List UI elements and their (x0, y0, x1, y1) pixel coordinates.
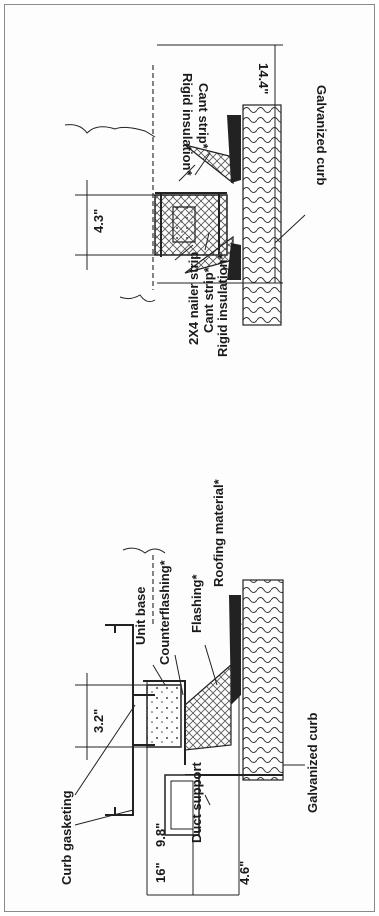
label-unit-base: Unit base (133, 586, 148, 645)
break-line-top (64, 124, 156, 138)
break-line-unit (122, 547, 166, 554)
label-flashing: Flashing* (189, 574, 204, 633)
dim-16: 16" (153, 862, 168, 883)
left-detail: 3.2" 16" 9.8" 4.6" Curb gasketing Unit b… (59, 478, 320, 896)
label-curb-gasketing: Curb gasketing (59, 790, 74, 885)
roof-deck-left (242, 579, 284, 781)
break-line-bottom (119, 294, 156, 303)
dim-4-3-lines (75, 180, 155, 270)
curb-details-diagram: 4.3" 14.4" 2X4 nailer strip Cant strip* … (59, 44, 329, 896)
label-rigid-insulation-right: Rigid insulation* (180, 73, 195, 176)
label-nailer-strip: 2X4 nailer strip (186, 252, 201, 345)
label-roofing-material: Roofing material* (211, 478, 226, 587)
leaders-left (74, 604, 305, 826)
label-duct-support: Duct support (189, 761, 204, 843)
roofing-material (229, 595, 241, 705)
dim-9-8: 9.8" (153, 823, 168, 847)
label-cant-strip-right: Cant strip* (196, 83, 211, 150)
label-counterflashing: Counterflashing* (157, 559, 172, 665)
roof-membrane-top (227, 115, 241, 183)
nailer-strip-block (172, 206, 196, 243)
label-galvanized-curb-right: Galvanized curb (314, 85, 329, 185)
leaders-right (174, 152, 306, 276)
dim-4-3: 4.3" (91, 209, 106, 233)
dim-3-2-lines (75, 673, 147, 760)
flashing-wedge (184, 663, 232, 751)
dim-4-6: 4.6" (237, 861, 252, 885)
unit-base-channel (105, 624, 134, 816)
dim-14-4: 14.4" (256, 63, 271, 94)
label-rigid-insulation-left: Rigid insulation* (215, 254, 230, 357)
dim-16-lines (146, 681, 240, 896)
label-galvanized-curb-left: Galvanized curb (305, 713, 320, 813)
dim-14-4-lines (157, 44, 283, 284)
label-cant-strip-left: Cant strip* (201, 266, 216, 333)
curb-cap (155, 192, 227, 257)
dim-3-2: 3.2" (91, 709, 106, 733)
drawing-frame: 4.3" 14.4" 2X4 nailer strip Cant strip* … (4, 4, 375, 912)
right-detail: 4.3" 14.4" 2X4 nailer strip Cant strip* … (64, 44, 329, 357)
curb-block (146, 684, 182, 748)
